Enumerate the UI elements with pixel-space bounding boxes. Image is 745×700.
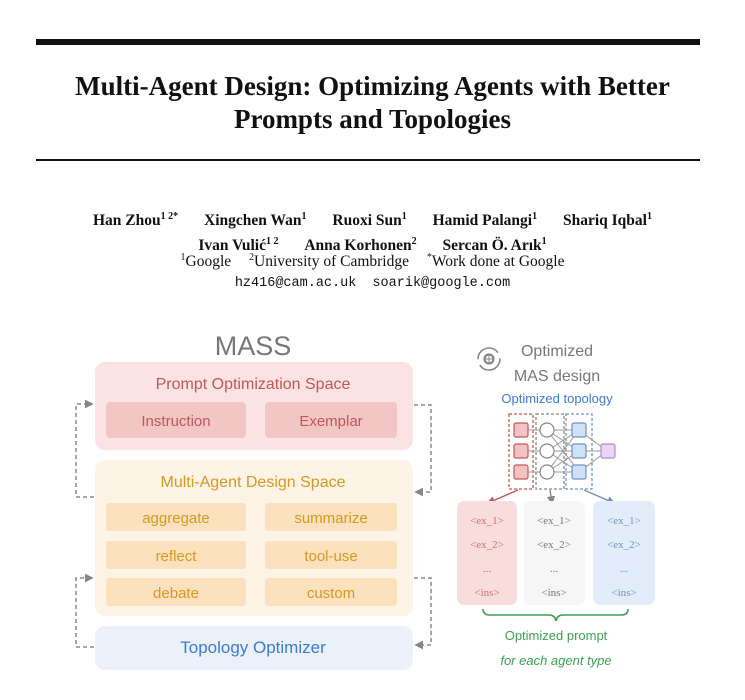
custom-box: [265, 578, 397, 606]
affiliation: *Work done at Google: [426, 252, 565, 270]
author-line-1: Han Zhou1 2* Xingchen Wan1 Ruoxi Sun1 Ha…: [20, 206, 725, 231]
optimized-topology-label: Optimized topology: [501, 391, 613, 406]
card-line: <ins>: [541, 587, 566, 599]
topology-optimizer-panel: [95, 626, 413, 670]
card-line: <ex_2>: [607, 539, 641, 551]
card-line: <ex_2>: [470, 539, 504, 551]
card-line: <ins>: [474, 587, 499, 599]
mass-label: MASS: [215, 331, 292, 361]
author: Ruoxi Sun1: [332, 211, 407, 229]
author: Shariq Iqbal1: [562, 211, 652, 229]
green-brace: [482, 608, 629, 622]
reflect-label: reflect: [156, 548, 198, 565]
reflect-box: [106, 541, 246, 569]
card-line: ...: [483, 563, 492, 575]
arrow-to-gray-card: [546, 489, 556, 505]
prompt-card-red: [457, 501, 517, 605]
topology-network: [508, 413, 616, 490]
per-agent-label: for each agent type: [500, 653, 611, 668]
arrow-to-red-card: [486, 489, 519, 505]
prompt-card-gray: [523, 501, 585, 605]
gear-refresh-icon: [477, 347, 501, 371]
affiliations: 1Google 2University of Cambridge *Work d…: [20, 252, 725, 271]
top-rule: [36, 39, 700, 45]
custom-label: custom: [307, 585, 355, 602]
design-space-panel: [95, 460, 413, 616]
aggregate-label: aggregate: [142, 510, 210, 527]
author: Han Zhou1 2*: [93, 211, 179, 229]
email[interactable]: hz416@cam.ac.uk: [234, 276, 357, 291]
aggregate-box: [106, 503, 246, 531]
affiliation: 2University of Cambridge: [249, 252, 409, 270]
loop-arrow-left-lower: [75, 573, 94, 648]
author-list: Han Zhou1 2* Xingchen Wan1 Ruoxi Sun1 Ha…: [20, 206, 725, 256]
prompt-space-title: Prompt Optimization Space: [156, 376, 351, 393]
author-line-2: Ivan Vulić1 2 Anna Korhonen2 Sercan Ö. A…: [20, 231, 725, 256]
loop-arrow-left-upper: [75, 399, 94, 498]
card-line: ...: [620, 563, 629, 575]
author: Sercan Ö. Arık1: [442, 236, 547, 254]
exemplar-label: Exemplar: [299, 413, 362, 430]
author: Hamid Palangi1: [432, 211, 538, 229]
instruction-box: [106, 402, 246, 438]
topology-optimizer-label: Topology Optimizer: [180, 638, 326, 657]
card-line: <ex_1>: [537, 515, 571, 527]
optimized-prompt-label: Optimized prompt: [505, 628, 608, 643]
author: Ivan Vulić1 2: [198, 236, 279, 254]
loop-arrow-right-lower: [414, 577, 432, 650]
title-line-2: Prompts and Topologies: [233, 104, 512, 134]
card-line: ...: [550, 563, 559, 575]
author: Xingchen Wan1: [204, 211, 307, 229]
email[interactable]: soarik@google.com: [372, 276, 511, 291]
exemplar-box: [265, 402, 397, 438]
title-rule: [36, 159, 700, 161]
summarize-label: summarize: [294, 510, 367, 527]
tool-use-box: [265, 541, 397, 569]
debate-box: [106, 578, 246, 606]
loop-arrow-right-upper: [414, 404, 432, 497]
instruction-label: Instruction: [141, 413, 210, 430]
optimized-design-line2: MAS design: [514, 368, 600, 385]
card-line: <ex_2>: [537, 539, 571, 551]
prompt-card-blue: [593, 501, 655, 605]
card-line: <ex_1>: [607, 515, 641, 527]
debate-label: debate: [153, 585, 199, 602]
optimized-design-line1: Optimized: [521, 343, 593, 360]
emails: hz416@cam.ac.uk soarik@google.com: [20, 276, 725, 291]
card-line: <ex_1>: [470, 515, 504, 527]
author: Anna Korhonen2: [304, 236, 417, 254]
paper-title: Multi-Agent Design: Optimizing Agents wi…: [20, 70, 725, 136]
affiliation: 1Google: [180, 252, 232, 270]
summarize-box: [265, 503, 397, 531]
tool-use-label: tool-use: [304, 548, 357, 565]
arrow-to-blue-card: [583, 489, 616, 505]
design-space-title: Multi-Agent Design Space: [161, 474, 346, 491]
title-line-1: Multi-Agent Design: Optimizing Agents wi…: [75, 71, 670, 101]
card-line: <ins>: [611, 587, 636, 599]
